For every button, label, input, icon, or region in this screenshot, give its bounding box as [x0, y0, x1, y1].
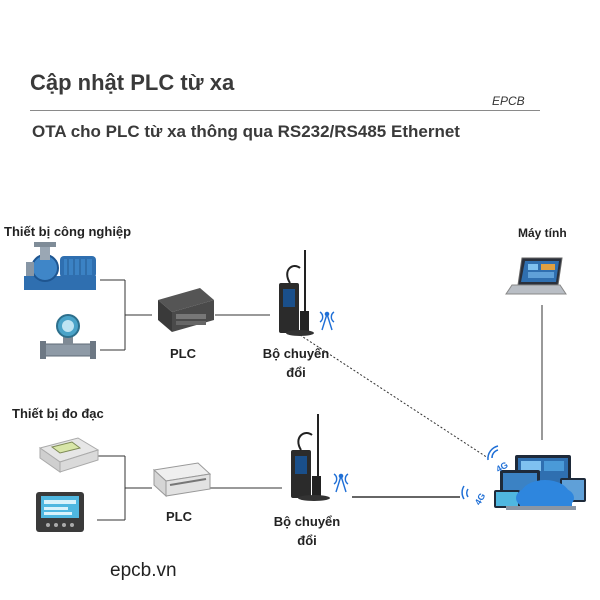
website-link[interactable]: epcb.vn	[110, 560, 177, 581]
signal-bottom-icon	[333, 473, 349, 493]
connector-converter-top-cloud	[299, 334, 489, 459]
converter-top-label-line1: Bộ chuyển	[262, 346, 330, 361]
brand-tag: EPCB	[492, 94, 525, 108]
cloud-dashboard-icon	[494, 455, 586, 510]
converter-bottom-label-line2: đổi	[297, 533, 317, 548]
laptop-icon	[505, 257, 567, 295]
plc-top-icon	[158, 288, 214, 332]
page-title: Cập nhật PLC từ xa	[30, 70, 235, 95]
wifi-top-icon	[487, 445, 499, 461]
flowmeter-icon	[40, 314, 96, 359]
converter-top-icon	[279, 250, 314, 336]
meter-display-icon	[38, 437, 100, 473]
measurement-group-label: Thiết bị đo đạc	[12, 406, 104, 421]
converter-bottom-icon	[291, 414, 330, 501]
converter-bottom-label-line1: Bộ chuyển	[273, 514, 341, 529]
signal-top-icon	[319, 311, 335, 331]
converter-top-label-line2: đổi	[286, 365, 306, 380]
wifi-bottom-icon	[461, 485, 469, 500]
plc-top-label: PLC	[170, 346, 196, 361]
header-divider	[30, 110, 540, 111]
plc-bottom-label: PLC	[166, 509, 192, 524]
industrial-group-label: Thiết bị công nghiệp	[4, 224, 132, 239]
power-meter-icon	[36, 492, 84, 532]
plc-bottom-icon	[152, 462, 212, 498]
pump-icon	[24, 242, 96, 290]
connector-lines	[97, 279, 543, 521]
computer-label: Máy tính	[518, 226, 567, 240]
converter-top-label: Bộ chuyển đổi	[241, 344, 351, 382]
converter-bottom-label: Bộ chuyển đổi	[252, 512, 362, 550]
page-subtitle: OTA cho PLC từ xa thông qua RS232/RS485 …	[32, 122, 460, 141]
